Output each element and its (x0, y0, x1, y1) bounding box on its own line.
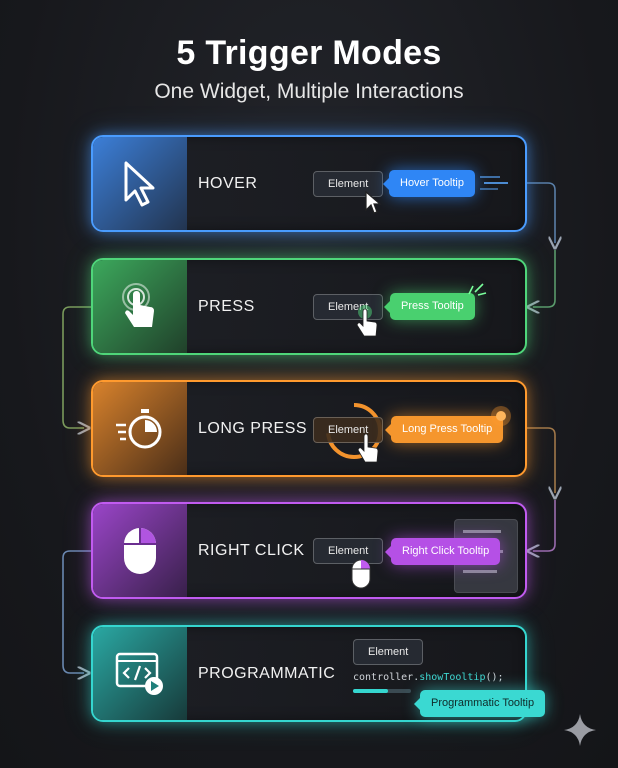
right-click-tooltip: Right Click Tooltip (384, 538, 501, 565)
mode-label-hover: HOVER (198, 175, 258, 192)
programmatic-demo-element[interactable]: Element (353, 639, 424, 665)
hover-icon-panel (93, 137, 187, 230)
mode-label-right-click: RIGHT CLICK (198, 542, 305, 559)
hover-tooltip: Hover Tooltip (383, 170, 475, 197)
long-press-demo-element[interactable]: Element (313, 417, 384, 443)
long-press-tooltip: Long Press Tooltip (384, 416, 504, 443)
press-burst-icon (468, 283, 487, 296)
mode-card-long-press: LONG PRESS Element Long Press Tooltip (91, 380, 527, 477)
mode-card-hover: HOVER Element Hover Tooltip (91, 135, 527, 232)
tap-finger-icon (122, 282, 154, 327)
mode-label-long-press: LONG PRESS (198, 420, 308, 437)
glow-dot-icon (491, 406, 511, 426)
motion-streak-icon (480, 176, 508, 190)
page-subtitle: One Widget, Multiple Interactions (154, 80, 464, 103)
hover-demo-element[interactable]: Element (313, 171, 384, 197)
mode-label-programmatic: PROGRAMMATIC (198, 665, 336, 682)
stopwatch-icon (116, 408, 162, 448)
hold-finger-icon (357, 433, 379, 463)
sparkle-icon (564, 714, 596, 746)
programmatic-icon-panel (93, 627, 187, 720)
code-tail: (); (485, 672, 504, 683)
programmatic-tooltip: Programmatic Tooltip (413, 690, 546, 717)
press-demo-element[interactable]: Element (313, 294, 384, 320)
code-snippet: controller.showTooltip(); (353, 672, 504, 683)
code-method: showTooltip (419, 672, 486, 683)
code-window-icon (115, 652, 163, 695)
code-object: controller. (353, 672, 420, 683)
right-click-demo-element[interactable]: Element (313, 538, 384, 564)
pointer-cursor-icon (365, 191, 382, 214)
mode-label-press: PRESS (198, 298, 255, 315)
mode-card-programmatic: PROGRAMMATIC Element controller.showTool… (91, 625, 546, 722)
press-tooltip: Press Tooltip (384, 293, 475, 320)
long-press-icon-panel (93, 382, 187, 475)
page-title: 5 Trigger Modes (176, 34, 442, 72)
right-click-icon-panel (93, 504, 187, 597)
cursor-arrow-icon (124, 161, 155, 206)
code-progress-bar (353, 689, 411, 693)
mode-card-right-click: RIGHT CLICK Element Right Click Tooltip (91, 502, 527, 599)
small-mouse-icon (351, 559, 371, 589)
press-finger-icon (356, 305, 378, 337)
mouse-right-click-icon (124, 527, 156, 574)
mode-card-press: PRESS Element Press Tooltip (91, 258, 527, 355)
press-icon-panel (93, 260, 187, 353)
